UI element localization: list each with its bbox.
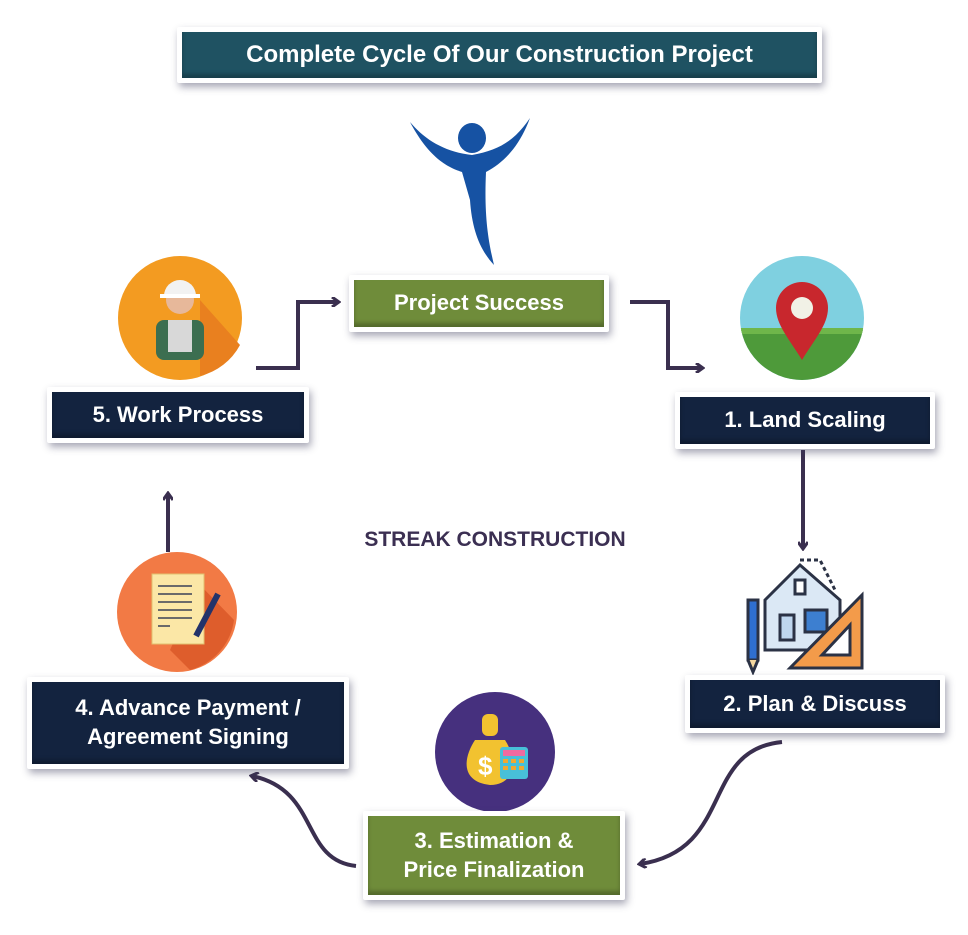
map-pin-icon (740, 256, 864, 380)
title-banner: Complete Cycle Of Our Construction Proje… (177, 27, 822, 83)
worker-icon (118, 256, 242, 380)
arrow-work-to-success (256, 302, 338, 370)
step-label-group: 3. Estimation & Price Finalization (368, 816, 620, 895)
money-bag-calculator-icon: $ (435, 692, 555, 812)
step-label-line1: 3. Estimation & (414, 827, 574, 853)
step-label-line2: Agreement Signing (87, 724, 289, 749)
step-label-group: 4. Advance Payment / Agreement Signing (32, 682, 344, 764)
step-2-plan-discuss: 2. Plan & Discuss (685, 675, 945, 733)
step-5-work-process: 5. Work Process (47, 387, 309, 443)
company-name: STREAK CONSTRUCTION (364, 528, 626, 551)
step-label-line2: Price Finalization (403, 856, 585, 882)
house-plan-icon (746, 558, 864, 676)
step-label-line1: 4. Advance Payment / (75, 695, 301, 721)
arrow-success-to-land (630, 300, 702, 368)
arrow-estimation-to-payment (252, 776, 357, 868)
step-label: Project Success (354, 280, 604, 327)
step-project-success: Project Success (349, 275, 609, 332)
step-label: 5. Work Process (52, 392, 304, 438)
svg-text:$: $ (478, 751, 493, 781)
step-4-advance-payment: 4. Advance Payment / Agreement Signing (27, 677, 349, 769)
arrow-plan-to-estimation (640, 740, 783, 864)
step-1-land-scaling: 1. Land Scaling (675, 392, 935, 449)
page-title: Complete Cycle Of Our Construction Proje… (182, 32, 817, 78)
success-person-icon (410, 118, 530, 265)
document-sign-icon (117, 552, 237, 672)
step-label: 2. Plan & Discuss (690, 680, 940, 728)
step-3-estimation: 3. Estimation & Price Finalization (363, 811, 625, 900)
step-label: 1. Land Scaling (680, 397, 930, 444)
